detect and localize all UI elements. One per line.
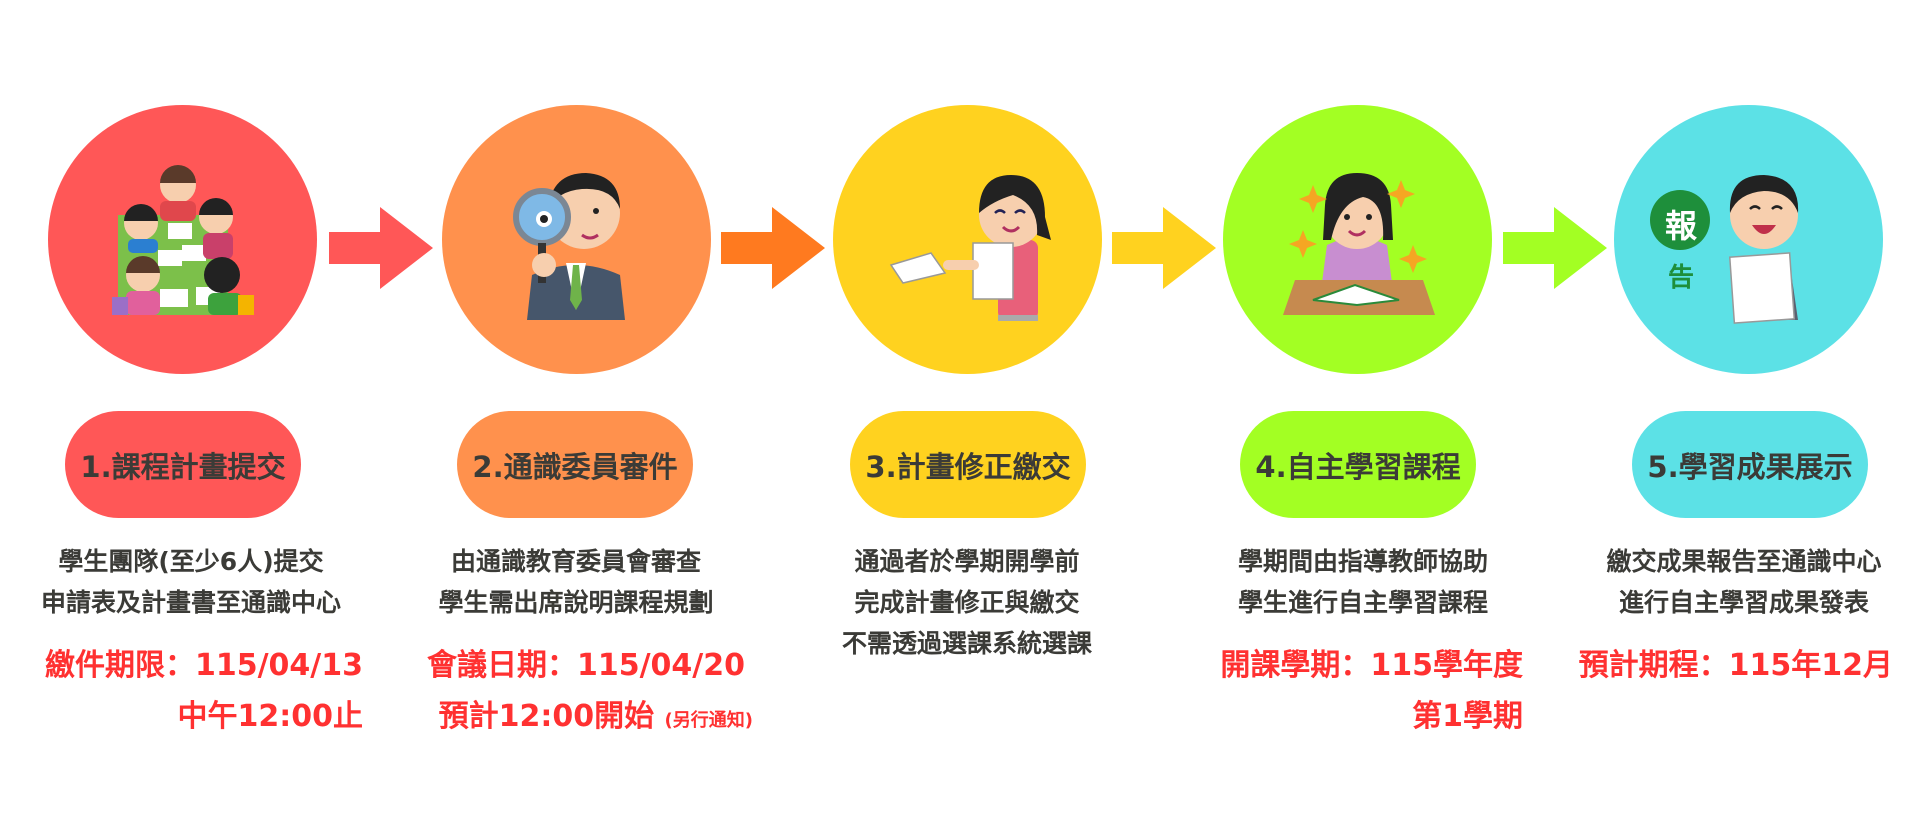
meeting-time: 預計12:00開始 <box>438 699 655 734</box>
deadline-line: 中午12:00止 <box>177 699 364 734</box>
step-2-label: 2.通識委員審件 <box>457 411 693 518</box>
step-3-circle <box>833 105 1102 374</box>
description-line: 由通識教育委員會審查 <box>450 547 701 576</box>
step-2-meeting-date: 會議日期：115/04/20 預計12:00開始 (另行通知) <box>405 640 753 742</box>
step-1-label: 1.課程計畫提交 <box>65 411 301 518</box>
report-badge-main: 報 <box>1664 207 1697 245</box>
right-arrow-icon <box>1503 207 1607 289</box>
right-arrow-icon <box>721 207 825 289</box>
description-line: 繳交成果報告至通識中心 <box>1606 547 1882 576</box>
arrow-4-to-5 <box>1503 207 1607 289</box>
step-2-description: 由通識教育委員會審查 學生需出席說明課程規劃 <box>386 542 766 624</box>
step-4-description: 學期間由指導教師協助 學生進行自主學習課程 <box>1173 542 1553 624</box>
meeting-date-line: 會議日期：115/04/20 <box>426 648 745 683</box>
arrow-2-to-3 <box>721 207 825 289</box>
step-4-semester: 開課學期：115學年度 第1學期 <box>1183 640 1523 742</box>
step-2-circle <box>442 105 711 374</box>
semester-line: 開課學期：115學年度 <box>1220 648 1523 683</box>
description-line: 不需透過選課系統選課 <box>841 629 1092 658</box>
deadline-line: 繳件期限：115/04/13 <box>44 648 363 683</box>
step-5-label: 5.學習成果展示 <box>1632 411 1868 518</box>
step-1-description: 學生團隊(至少6人)提交 申請表及計畫書至通識中心 <box>1 542 381 624</box>
step-3-label: 3.計畫修正繳交 <box>850 411 1086 518</box>
step-5-schedule: 預計期程：115年12月 <box>1560 640 1893 691</box>
arrow-1-to-2 <box>329 207 433 289</box>
description-line: 申請表及計畫書至通識中心 <box>40 588 341 617</box>
studying-student-illustration-icon <box>1283 173 1435 315</box>
description-line: 學生需出席說明課程規劃 <box>438 588 714 617</box>
description-line: 通過者於學期開學前 <box>854 547 1080 576</box>
step-5-description: 繳交成果報告至通識中心 進行自主學習成果發表 <box>1554 542 1920 624</box>
step-1-circle <box>48 105 317 374</box>
step-3-description: 通過者於學期開學前 完成計畫修正與繳交 不需透過選課系統選課 <box>777 542 1157 665</box>
semester-line: 第1學期 <box>1412 699 1523 734</box>
meeting-note: (另行通知) <box>664 710 753 731</box>
magnifying-glass-reviewer-illustration-icon <box>513 173 625 320</box>
submitting-papers-illustration-icon <box>889 175 1051 321</box>
group-meeting-illustration-icon <box>112 165 254 315</box>
step-4-label: 4.自主學習課程 <box>1240 411 1476 518</box>
description-line: 完成計畫修正與繳交 <box>854 588 1080 617</box>
right-arrow-icon <box>329 207 433 289</box>
right-arrow-icon <box>1112 207 1216 289</box>
description-line: 學生團隊(至少6人)提交 <box>58 547 324 576</box>
step-5-circle: 報 告 <box>1614 105 1883 374</box>
presenting-report-illustration-icon <box>1650 175 1799 324</box>
step-1-deadline: 繳件期限：115/04/13 中午12:00止 <box>23 640 363 742</box>
description-line: 進行自主學習成果發表 <box>1618 588 1869 617</box>
schedule-line: 預計期程：115年12月 <box>1578 648 1893 683</box>
step-4-circle <box>1223 105 1492 374</box>
description-line: 學生進行自主學習課程 <box>1237 588 1488 617</box>
description-line: 學期間由指導教師協助 <box>1237 547 1488 576</box>
meeting-time-line: 預計12:00開始 (另行通知) <box>405 691 753 742</box>
report-badge-sub: 告 <box>1667 263 1694 293</box>
arrow-3-to-4 <box>1112 207 1216 289</box>
